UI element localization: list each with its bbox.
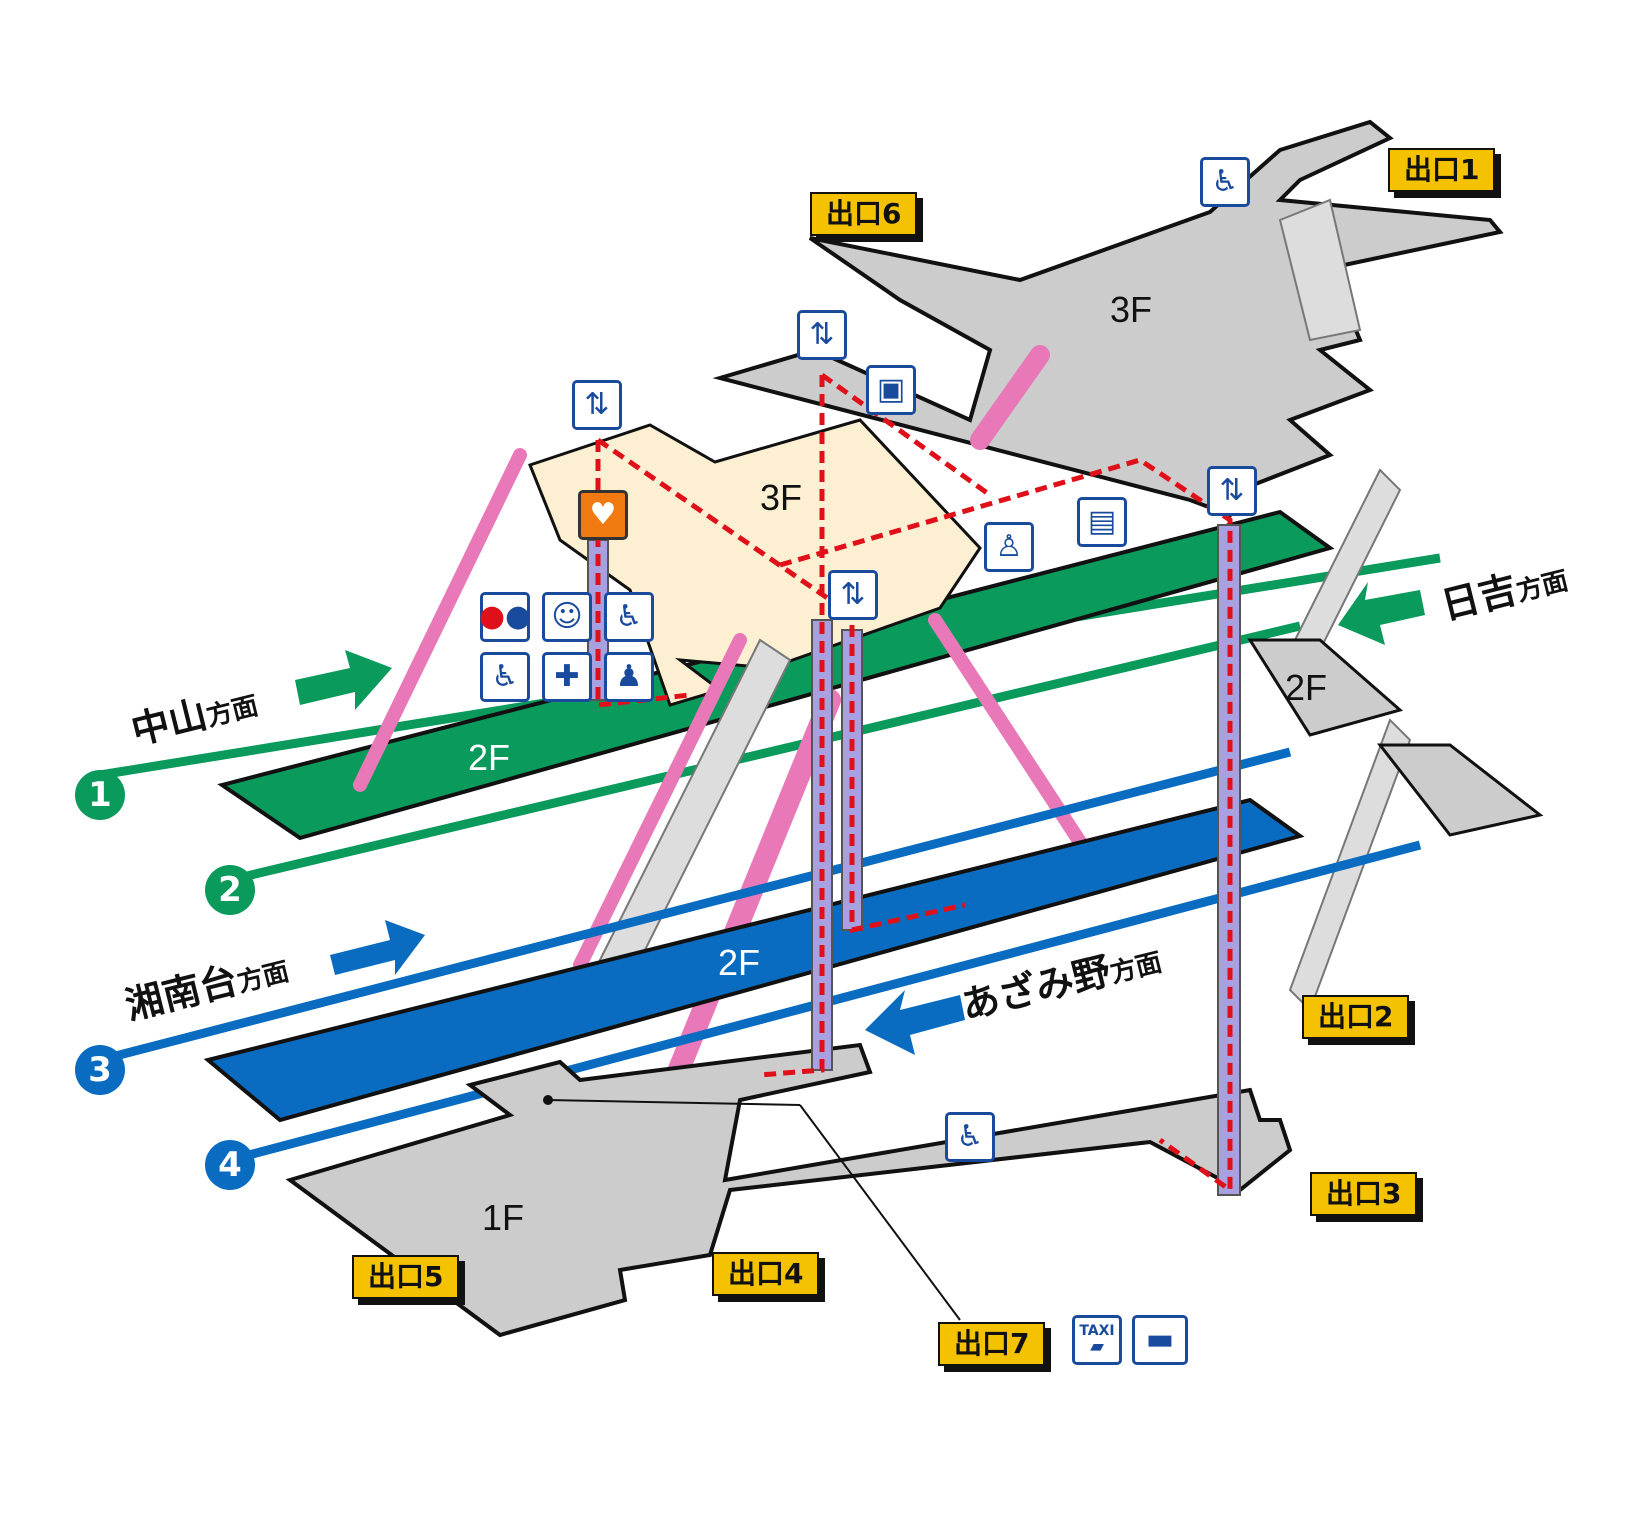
track-2-badge: 2	[205, 865, 255, 915]
floor-2f-right	[1247, 638, 1404, 737]
ostomate-toilet-icon: ♟	[604, 652, 654, 702]
track-4-badge: 4	[205, 1140, 255, 1190]
floor-label-2f-right: 2F	[1285, 667, 1327, 708]
exit-5-label: 出口5	[352, 1255, 460, 1299]
leader-line-exit7	[547, 1099, 801, 1106]
station-staff-icon: ♙	[984, 522, 1034, 572]
accessible-route	[595, 372, 1233, 1195]
leader-line-exit7-b	[799, 1104, 961, 1321]
first-aid-icon: ✚	[542, 652, 592, 702]
track-1-badge: 1	[75, 770, 125, 820]
coin-locker-icon: ▣	[866, 365, 916, 415]
elevator-icon: ⇅	[797, 310, 847, 360]
wheelchair-ramp-icon: ♿	[945, 1112, 995, 1162]
restroom-icon: ●●	[479, 592, 531, 642]
exit-1-label: 出口1	[1388, 148, 1496, 192]
track-2-line	[228, 621, 1302, 885]
platform-3-4	[203, 797, 1305, 1123]
elevator-icon: ⇅	[572, 380, 622, 430]
wheelchair-icon: ♿	[480, 652, 530, 702]
exit7-marker	[543, 1095, 553, 1105]
direction-arrows	[295, 582, 1425, 1055]
floor-1f	[285, 1042, 1293, 1338]
taxi-icon: TAXI▰	[1072, 1315, 1122, 1365]
wheelchair-ramp-icon: ♿	[1200, 157, 1250, 207]
taxi-label: TAXI	[1079, 1323, 1115, 1339]
floor-label-3f-gray: 3F	[1110, 289, 1152, 330]
track-3-badge: 3	[75, 1045, 125, 1095]
elevator-icon: ⇅	[828, 570, 878, 620]
elevator-icon: ⇅	[1207, 466, 1257, 516]
baby-care-icon: ☺	[542, 592, 592, 642]
track-3-line	[98, 747, 1292, 1065]
aed-icon: ♥	[578, 490, 628, 540]
floor-label-1f: 1F	[482, 1197, 524, 1238]
ticket-machine-icon: ▤	[1077, 497, 1127, 547]
ostomate-icon: ♿	[604, 592, 654, 642]
floor-label-3f-concourse: 3F	[760, 477, 802, 518]
exit-3-label: 出口3	[1310, 1172, 1418, 1216]
stair-landing	[1376, 743, 1544, 837]
exit-7-label: 出口7	[938, 1322, 1046, 1366]
exit-6-label: 出口6	[810, 192, 918, 236]
bus-icon: ▬	[1132, 1315, 1188, 1365]
floor-label-platform-34: 2F	[718, 942, 760, 983]
floor-label-platform-12: 2F	[468, 737, 510, 778]
exit-4-label: 出口4	[712, 1252, 820, 1296]
exit-2-label: 出口2	[1302, 995, 1410, 1039]
